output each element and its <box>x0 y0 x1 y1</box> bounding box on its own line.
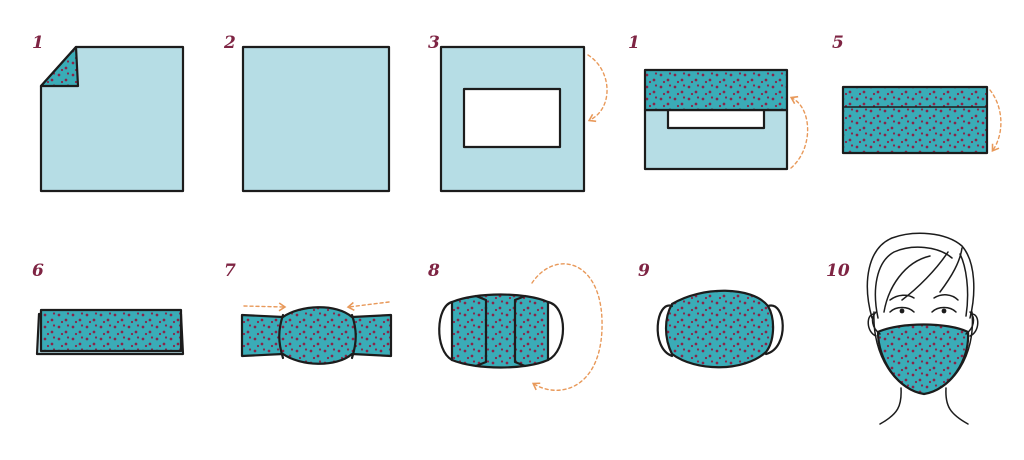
step-number-8: 8 <box>427 261 440 281</box>
step-number-5: 5 <box>832 33 844 53</box>
plain-square-icon <box>241 45 391 193</box>
step-number-9: 9 <box>638 261 650 281</box>
step-number-2: 2 <box>223 33 236 53</box>
square-with-window-icon <box>439 45 608 193</box>
bands-slide-in-icon <box>240 301 393 365</box>
worn-mask-face-icon <box>866 232 979 425</box>
flat-strip-icon <box>35 308 185 356</box>
step-number-4: 1 <box>628 33 640 53</box>
step-number-3: 3 <box>428 33 440 53</box>
step-number-6: 6 <box>32 261 44 281</box>
ends-tucked-icon <box>438 263 603 391</box>
finished-mask-icon <box>656 289 784 369</box>
step-number-1: 1 <box>32 33 44 53</box>
step-number-10: 10 <box>826 261 850 281</box>
fold-top-down-icon <box>643 68 809 171</box>
folded-corner-square-icon <box>39 45 185 193</box>
step-number-7: 7 <box>224 261 236 281</box>
folded-strip-icon <box>841 85 1002 155</box>
